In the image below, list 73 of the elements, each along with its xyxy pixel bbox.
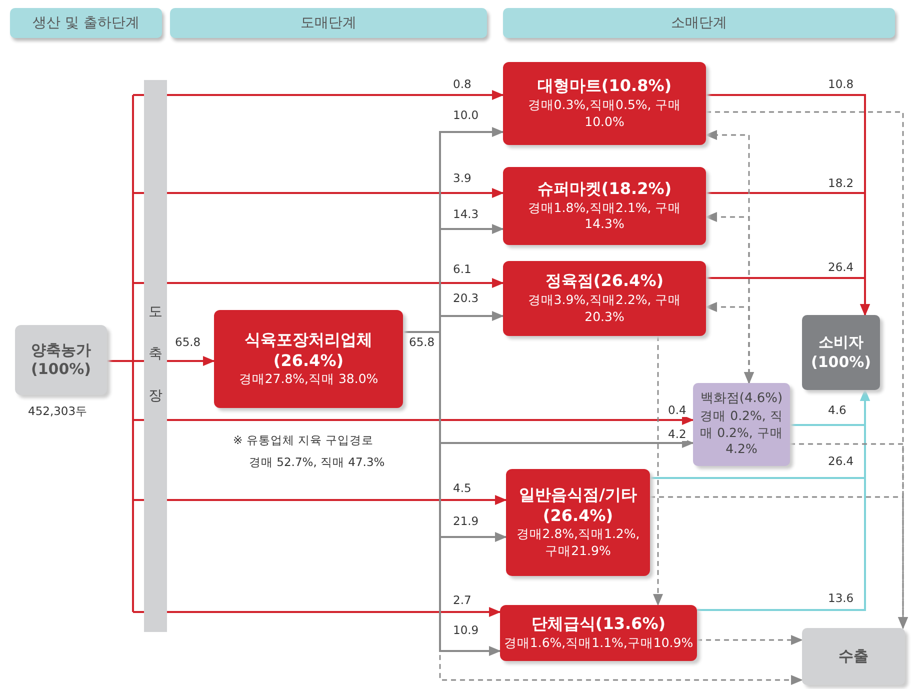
edge-label: 0.4	[667, 404, 688, 417]
edge-label: 14.3	[452, 208, 480, 221]
box-title: 일반음식점/기타 (26.4%)	[518, 484, 638, 526]
arrow	[697, 389, 870, 611]
arrow	[403, 331, 501, 656]
vertical-label: 도축장	[148, 303, 162, 406]
edge-label: 65.8	[174, 336, 202, 349]
farm-box	[15, 325, 107, 395]
edge-label: 10.0	[452, 109, 480, 122]
edge-label: 20.3	[452, 292, 480, 305]
retail-box	[503, 167, 706, 245]
export-box	[802, 628, 905, 685]
arrow	[167, 188, 504, 198]
box-title: 슈퍼마켓(18.2%)	[537, 178, 672, 200]
box-title: 백화점(4.6%)	[700, 390, 783, 408]
stage-header	[10, 8, 162, 38]
note-text: ※ 유통업체 지육 구입경로	[232, 434, 375, 447]
box-title: 양축농가 (100%)	[30, 340, 92, 380]
stage-title: 도매단계	[300, 14, 356, 32]
consumer-box	[802, 315, 880, 390]
note-text: 경매 52.7%, 직매 47.3%	[248, 456, 386, 469]
stage-title: 소매단계	[671, 14, 727, 32]
edge-label: 4.2	[667, 428, 688, 441]
box-title: 단체급식(13.6%)	[531, 614, 666, 635]
edge-label: 10.9	[452, 624, 480, 637]
slaughterhouse-bar	[144, 80, 167, 632]
arrow	[706, 277, 870, 316]
box-detail: 경매 0.2%, 직매 0.2%, 구매 4.2%	[699, 408, 784, 458]
stage-header	[170, 8, 487, 38]
box-detail: 경매1.6%,직매1.1%,구매10.9%	[504, 634, 694, 652]
box-title: 정육점(26.4%)	[545, 271, 664, 292]
retail-box	[693, 383, 790, 466]
edge-label: 13.6	[827, 592, 855, 605]
box-detail: 경매1.8%,직매2.1%, 구매14.3%	[526, 200, 682, 234]
edge-label: 26.4	[827, 261, 855, 274]
stage-title: 생산 및 출하단계	[32, 14, 140, 32]
flow-value: 65.8	[408, 336, 436, 349]
box-title: 소비자 (100%)	[810, 333, 872, 372]
edge-label: 21.9	[452, 515, 480, 528]
edge-label: 3.9	[452, 172, 472, 185]
stage-header	[503, 8, 895, 38]
retail-box	[503, 62, 706, 145]
edge-label: 26.4	[827, 455, 855, 468]
arrow	[167, 90, 504, 100]
arrow	[167, 607, 501, 617]
arrow	[167, 495, 507, 505]
edge-label: 6.1	[452, 263, 472, 276]
box-title: 식육포장처리업체 (26.4%)	[244, 330, 374, 372]
edge-label: 18.2	[827, 177, 855, 190]
retail-box	[500, 605, 697, 661]
edge-label: 10.8	[827, 78, 855, 91]
arrow	[167, 356, 215, 366]
dashed-arrow	[705, 302, 754, 384]
box-detail: 경매2.8%,직매1.2%, 구매21.9%	[515, 526, 641, 560]
retail-box	[506, 469, 650, 576]
edge-label: 2.7	[452, 594, 472, 607]
retail-box	[503, 261, 706, 336]
box-detail: 경매27.8%,직매 38.0%	[238, 371, 378, 388]
box-title: 수출	[838, 646, 868, 666]
process-box	[214, 310, 403, 408]
box-title: 대형마트(10.8%)	[537, 76, 672, 98]
edge-label: 4.5	[452, 482, 472, 495]
arrow	[167, 278, 504, 288]
dashed-arrow	[697, 635, 803, 645]
arrow	[167, 415, 694, 425]
dashed-arrow	[650, 496, 908, 629]
edge-label: 4.6	[827, 404, 848, 417]
dashed-arrow	[653, 336, 663, 606]
box-detail: 경매3.9%,직매2.2%, 구매20.3%	[526, 292, 682, 326]
head-count: 452,303두	[27, 405, 89, 418]
edge-label: 0.8	[452, 78, 472, 91]
box-detail: 경매0.3%,직매0.5%, 구매10.0%	[526, 97, 682, 131]
connector-line	[106, 94, 145, 613]
